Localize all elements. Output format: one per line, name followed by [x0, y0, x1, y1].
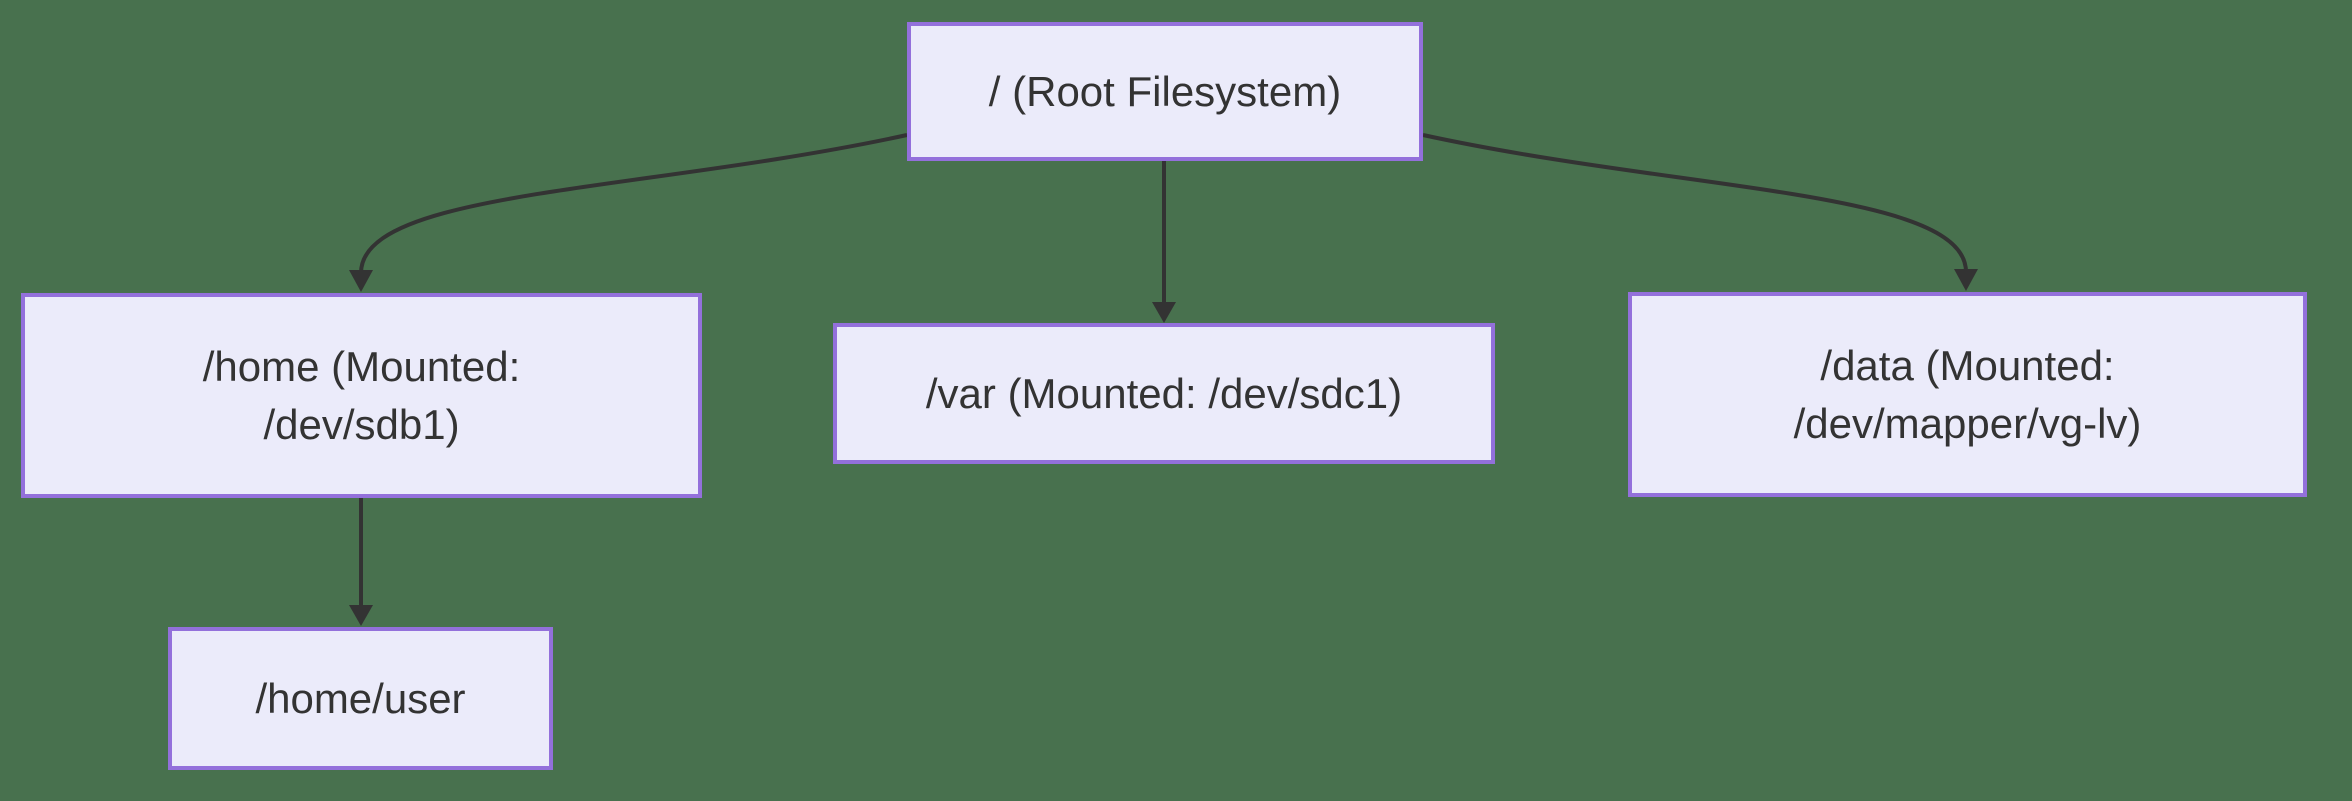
edge-root-to-data — [1422, 133, 1968, 273]
arrowhead-root-to-var-icon — [1152, 302, 1176, 323]
node-data-label-line-1: /data (Mounted: — [1820, 341, 2115, 389]
node-root-label: / (Root Filesystem) — [988, 67, 1342, 115]
arrowhead-root-to-home-icon — [349, 270, 373, 292]
arrowhead-root-to-data-icon — [1954, 269, 1978, 291]
node-home: /home (Mounted: /dev/sdb1) — [21, 293, 702, 498]
node-home-user-label: /home/user — [255, 674, 466, 722]
node-data: /data (Mounted: /dev/mapper/vg-lv) — [1628, 292, 2307, 497]
node-home-label-line-2: /dev/sdb1) — [263, 400, 460, 448]
node-data-label-line-2: /dev/mapper/vg-lv) — [1793, 399, 2142, 447]
node-var-label: /var (Mounted: /dev/sdc1) — [925, 369, 1403, 417]
node-root-filesystem: / (Root Filesystem) — [907, 22, 1423, 161]
node-var: /var (Mounted: /dev/sdc1) — [833, 323, 1495, 464]
node-home-label-line-1: /home (Mounted: — [202, 342, 521, 390]
edge-root-to-home — [359, 133, 908, 274]
arrowhead-home-to-home-user-icon — [349, 605, 373, 626]
node-home-user: /home/user — [168, 627, 553, 770]
